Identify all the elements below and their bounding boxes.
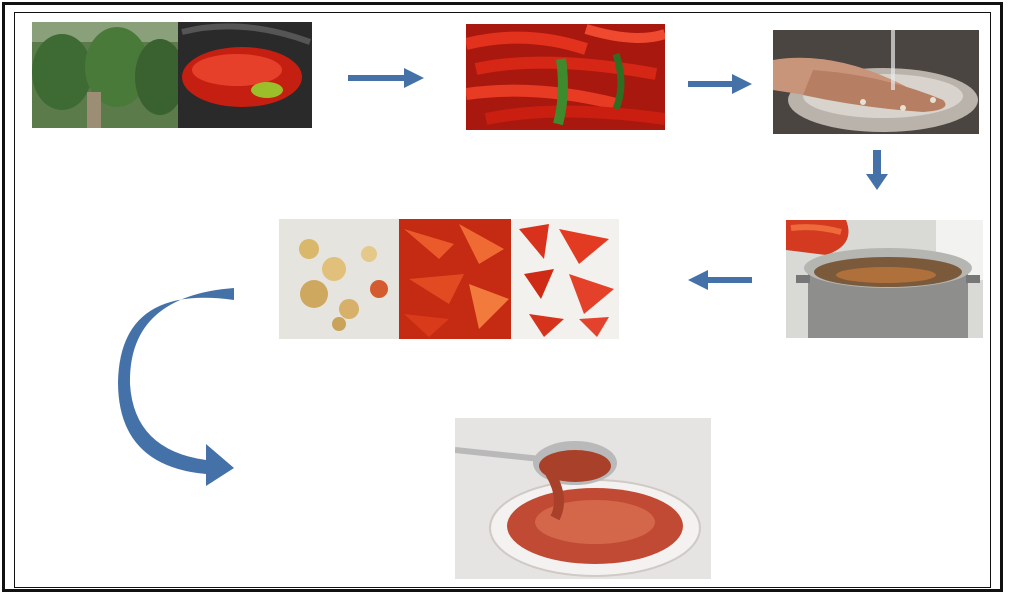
pepper-field-harvest-photo — [32, 22, 312, 128]
curved-arrow — [120, 282, 240, 492]
arrow-right-1 — [346, 66, 426, 90]
boiling-pot-photo — [786, 220, 983, 338]
arrow-left — [686, 268, 754, 292]
pepper-sauce-spoon-photo — [455, 418, 711, 579]
arrow-down — [864, 148, 890, 192]
fresh-red-peppers-photo — [466, 24, 665, 130]
chopped-peppers-photo — [279, 219, 619, 339]
arrow-right-2 — [686, 72, 754, 96]
washing-peppers-photo — [773, 30, 979, 134]
